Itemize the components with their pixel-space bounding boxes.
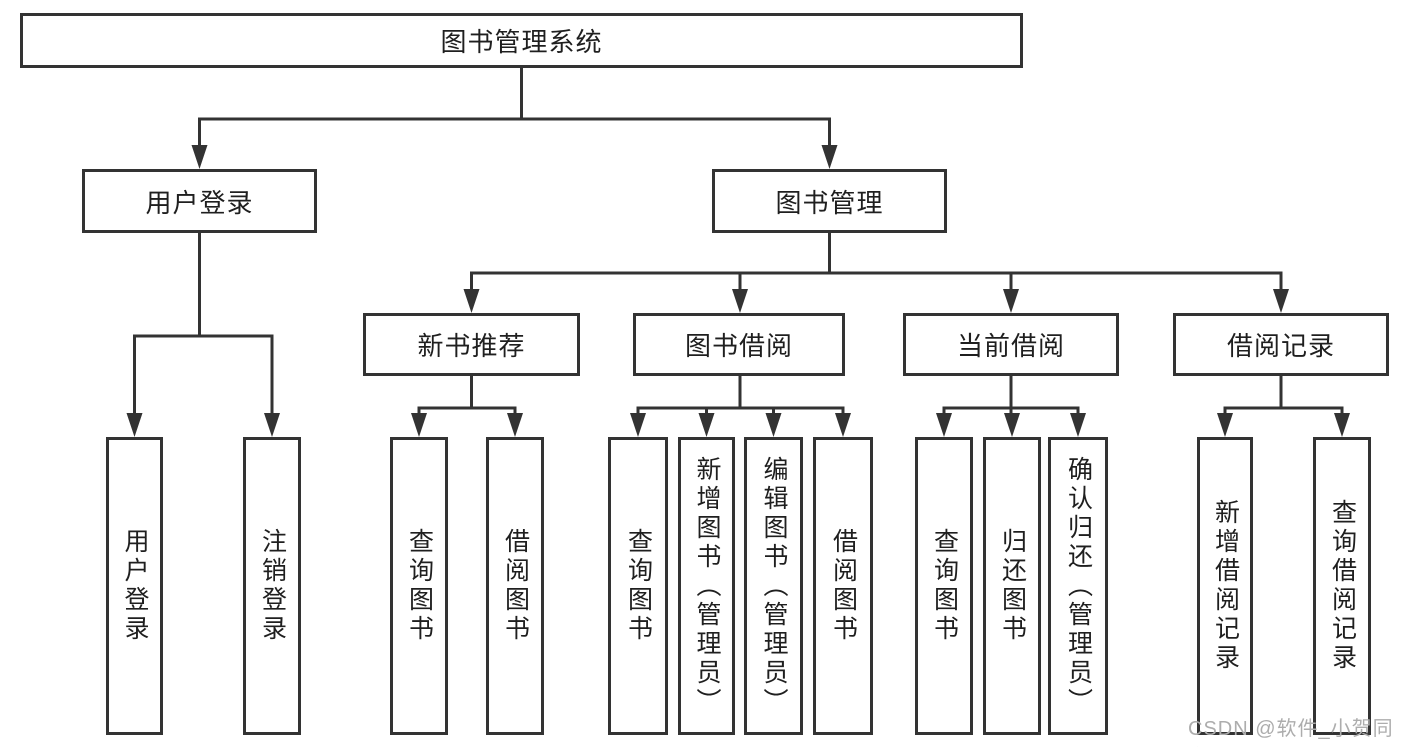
connector-user-login-to-leaves bbox=[126, 233, 280, 437]
leaf-user-login: 用户登录 bbox=[106, 437, 163, 735]
connector-current-borrow-to-leaves bbox=[936, 376, 1086, 437]
arrowhead bbox=[698, 413, 715, 437]
leaf-query-books-recommend: 查询图书 bbox=[390, 437, 448, 735]
arrowhead bbox=[765, 413, 782, 437]
leaf-borrow-books-recommend: 借阅图书 bbox=[486, 437, 544, 735]
arrowhead bbox=[821, 145, 838, 169]
connector-borrow-records-to-leaves bbox=[1217, 376, 1350, 437]
leaf-add-borrow-record: 新增借阅记录 bbox=[1197, 437, 1253, 735]
arrowhead bbox=[126, 413, 143, 437]
arrowhead bbox=[835, 413, 851, 437]
arrowhead bbox=[1334, 413, 1350, 437]
node-new-book-recommend: 新书推荐 bbox=[363, 313, 580, 376]
leaf-edit-books-admin: 编辑图书（管理员） bbox=[744, 437, 803, 735]
arrowhead bbox=[936, 413, 952, 437]
node-borrow-records: 借阅记录 bbox=[1173, 313, 1389, 376]
leaf-query-books-current: 查询图书 bbox=[915, 437, 973, 735]
leaf-return-books: 归还图书 bbox=[983, 437, 1041, 735]
csdn-watermark: CSDN @软件_小贺同学 bbox=[1188, 718, 1394, 740]
leaf-borrow-books: 借阅图书 bbox=[813, 437, 873, 735]
arrowhead bbox=[732, 289, 748, 313]
arrowhead bbox=[1004, 413, 1020, 437]
connector-new-book-recommend-to-leaves bbox=[411, 376, 523, 437]
connector-root-to-level2 bbox=[191, 68, 838, 169]
connector-book-management-to-level3 bbox=[463, 233, 1289, 313]
leaf-query-books-borrow: 查询图书 bbox=[608, 437, 668, 735]
node-user-login-branch: 用户登录 bbox=[82, 169, 317, 233]
arrowhead bbox=[630, 413, 646, 437]
node-current-borrow: 当前借阅 bbox=[903, 313, 1119, 376]
arrowhead bbox=[1273, 289, 1289, 313]
leaf-confirm-return-admin: 确认归还（管理员） bbox=[1048, 437, 1108, 735]
leaf-query-borrow-record: 查询借阅记录 bbox=[1313, 437, 1371, 735]
arrowhead bbox=[463, 289, 480, 313]
arrowhead bbox=[191, 145, 208, 169]
connector-book-borrow-to-leaves bbox=[630, 376, 851, 437]
node-book-borrow: 图书借阅 bbox=[633, 313, 845, 376]
arrowhead bbox=[507, 413, 523, 437]
arrowhead bbox=[1217, 413, 1233, 437]
arrowhead bbox=[264, 413, 280, 437]
arrowhead bbox=[1003, 289, 1019, 313]
leaf-add-books-admin: 新增图书（管理员） bbox=[678, 437, 735, 735]
arrowhead bbox=[1070, 413, 1086, 437]
node-book-management-branch: 图书管理 bbox=[712, 169, 947, 233]
leaf-logout: 注销登录 bbox=[243, 437, 301, 735]
arrowhead bbox=[411, 413, 427, 437]
node-root-library-system: 图书管理系统 bbox=[20, 13, 1023, 68]
